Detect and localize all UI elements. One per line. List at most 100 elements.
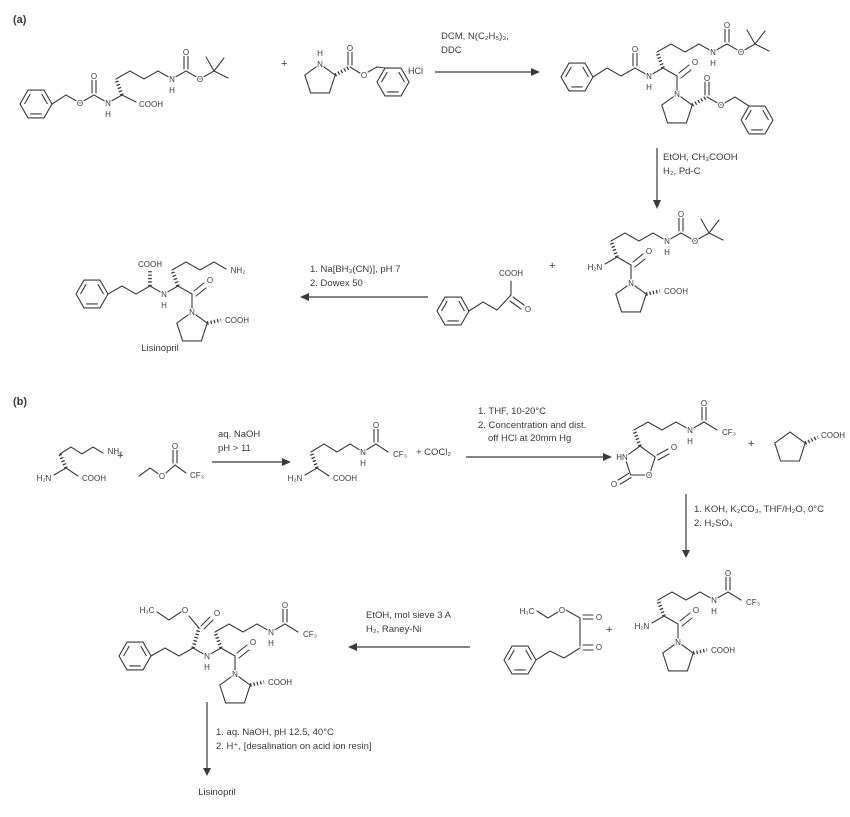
conditions-b3: 1. KOH, K₂CO₃, THF/H₂O, 0°C 2. H₂SO₄ [694, 503, 824, 530]
bonds [468, 280, 525, 312]
condition-line: 2. Concentration and dist. [478, 419, 587, 431]
atom-cooh: COOH [82, 474, 106, 483]
structure-ethyl-lisinopril-tfa-precursor: O O H₃C N H N H O CF₃ O N COOH [118, 600, 318, 704]
atom-o: O [197, 75, 203, 84]
condition-line: aq. NaOH [218, 429, 261, 440]
atom-o: O [646, 247, 652, 256]
atom-o: O [693, 606, 699, 615]
atom-h: H [317, 49, 323, 58]
atom-labels: O O CF₃ [158, 441, 206, 483]
atom-h: H [360, 459, 366, 468]
atom-h3c: H₃C [520, 607, 535, 616]
atom-n: N [161, 290, 167, 299]
condition-line: DDC [441, 44, 462, 56]
structure-ethyl-2-oxo-4-phenylbutanoate: O O O H₃C [503, 605, 603, 675]
atom-o: O [559, 606, 565, 615]
condition-line: EtOH, mol sieve 3 A [366, 610, 452, 621]
atom-o: O [214, 609, 220, 618]
condition-line: 1. aq. NaOH, pH 12.5, 40°C [216, 727, 334, 738]
bonds [304, 428, 389, 477]
atom-labels: O COOH [498, 268, 533, 316]
phosgene-reagent: + COCl₂ [416, 447, 452, 458]
atom-o: O [525, 305, 531, 314]
condition-line: 1. THF, 10-20°C [478, 406, 547, 417]
atom-h: H [687, 437, 693, 446]
atom-h: H [664, 248, 670, 257]
bonds [774, 431, 819, 462]
atom-labels: H₂N N H O CF₃ O N COOH [633, 568, 761, 657]
atom-o: O [692, 237, 698, 246]
atom-n: N [232, 670, 238, 679]
atom-labels: O O N H COOH N H O O [76, 47, 205, 121]
bonds [51, 55, 229, 105]
conditions-a1: DCM, N(C₂H₅)₃, DDC [441, 30, 509, 57]
reaction-arrow-right [466, 453, 612, 461]
condition-line: 1. KOH, K₂CO₃, THF/H₂O, 0°C [694, 504, 824, 515]
conditions-b1: aq. NaOH pH > 11 [218, 428, 260, 455]
structure-tfa-lysine-nca: HN O O O N H O CF₃ [610, 398, 738, 491]
atom-h: H [646, 83, 652, 92]
atom-h: H [711, 607, 717, 616]
atom-cf3: CF₃ [393, 450, 407, 459]
atom-cf3: CF₃ [746, 598, 760, 607]
reaction-arrow-right [435, 68, 540, 76]
bonds [334, 51, 386, 77]
product-label-b: Lisinopril [198, 787, 236, 798]
atom-h: H [169, 86, 175, 95]
conditions-a2: EtOH, CH₃COOH H₂, Pd-C [663, 151, 738, 178]
condition-line: H₂, Pd-C [663, 165, 701, 177]
atom-h2n: H₂N [288, 474, 303, 483]
condition-line: pH > 11 [218, 442, 251, 454]
condition-line: 2. H₂SO₄ [694, 517, 733, 529]
bonds [651, 576, 742, 655]
structure-lisinopril: COOH N H NH₂ O N COOH [75, 259, 251, 342]
atom-hn: HN [616, 453, 628, 462]
atom-o: O [646, 471, 652, 480]
atom-nh2: NH₂ [231, 266, 246, 275]
atom-o: O [611, 480, 617, 489]
atom-n: N [317, 60, 323, 69]
structure-cbz-lys-boc-oh: O O N H COOH N H O O [19, 47, 229, 121]
condition-line: EtOH, CH₃COOH [663, 152, 738, 163]
atom-labels: O O O H₃C [518, 605, 603, 654]
bonds [592, 28, 770, 107]
atom-o: O [172, 442, 178, 451]
atom-o: O [159, 472, 165, 481]
atom-cooh: COOH [138, 260, 162, 269]
atom-labels: COOH [820, 430, 847, 442]
bonds [604, 217, 724, 296]
atom-o: O [701, 399, 707, 408]
atom-nh2: NH₂ [108, 447, 123, 456]
bonds [535, 609, 594, 661]
atom-o: O [596, 643, 602, 652]
atom-h2n: H₂N [588, 263, 603, 272]
structure-2-oxo-4-phenylbutanoic-acid: O COOH [436, 268, 533, 326]
atom-labels: H₂N COOH N H O CF₃ [286, 420, 408, 485]
atom-labels: HN O O O N H O CF₃ [610, 398, 738, 491]
structure-cyclopentane-carboxylic-acid: COOH [774, 430, 847, 462]
atom-o: O [183, 48, 189, 57]
reaction-arrow-left [300, 293, 428, 301]
atom-cooh: COOH [268, 678, 292, 687]
atom-h2n: H₂N [635, 622, 650, 631]
bonds [150, 608, 299, 687]
section-b-label: (b) [13, 396, 28, 408]
structure-lysine: H₂N COOH NH₂ [35, 446, 123, 485]
atom-o: O [718, 101, 724, 110]
condition-line: off HCl at 20mm Hg [488, 433, 572, 444]
atom-cooh: COOH [821, 431, 845, 440]
conditions-b2: 1. THF, 10-20°C 2. Concentration and dis… [478, 405, 586, 446]
atom-o: O [91, 72, 97, 81]
atom-o: O [671, 443, 677, 452]
plus-sign: + [606, 624, 613, 636]
atom-labels: O N H N H O O O N O O [631, 20, 746, 112]
reaction-arrow-down [203, 702, 211, 776]
reaction-arrow-down [653, 148, 661, 209]
atom-o: O [373, 421, 379, 430]
bonds [107, 261, 227, 325]
conditions-b4: EtOH, mol sieve 3 A H₂, Raney-Ni [366, 609, 451, 636]
bonds [53, 446, 104, 477]
conditions-b5: 1. aq. NaOH, pH 12.5, 40°C 2. H⁺, [desal… [216, 726, 372, 753]
atom-o: O [207, 276, 213, 285]
